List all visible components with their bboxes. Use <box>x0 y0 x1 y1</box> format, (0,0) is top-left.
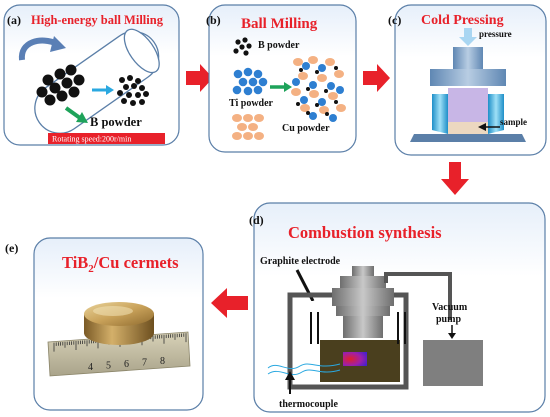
electrode-top <box>352 266 374 276</box>
die-left <box>432 94 448 134</box>
flow-arrow-b-c <box>363 64 390 92</box>
panel-d-thermocouple: thermocouple <box>279 399 338 410</box>
press-base <box>410 134 526 142</box>
vacuum-pipe <box>384 272 452 320</box>
punch-inner <box>448 88 488 122</box>
panel-d-pump: pump <box>436 314 461 325</box>
panel-e-title: TiB2/Cu cermets <box>62 253 179 275</box>
b-powder-dots <box>117 75 149 106</box>
panel-b-title: Ball Milling <box>241 16 318 32</box>
flow-arrow-c-d <box>441 162 469 195</box>
panel-b-ti-powder: Ti powder <box>229 98 274 109</box>
grinding-balls <box>36 64 85 106</box>
thermocouple-wire <box>267 363 341 370</box>
cermet-sample <box>84 302 154 345</box>
panel-b-letter: (b) <box>206 13 221 27</box>
sample-pointer-icon <box>478 123 486 131</box>
ruler-number-5: 5 <box>106 361 111 372</box>
rotation-arrowhead-icon <box>50 36 66 52</box>
ruler-number-8: 8 <box>160 356 165 367</box>
panel-e: (e) TiB2/Cu cermets 4 5 6 7 8 <box>5 237 204 411</box>
panel-b: (b) Ball Milling B powder Ti powder <box>206 4 357 153</box>
speed-label-bg <box>48 133 165 144</box>
panel-a-title: High-energy ball Milling <box>31 13 164 27</box>
b-powder-cluster <box>233 37 252 56</box>
heater-elements <box>310 312 406 344</box>
green-arrow-icon <box>64 106 82 120</box>
die-right <box>488 94 504 134</box>
ruler-number-4: 4 <box>88 362 93 373</box>
flow-arrow-d-e <box>211 288 248 318</box>
ruler-number-6: 6 <box>124 359 129 370</box>
sample-heat-icon <box>343 352 367 366</box>
pressure-arrow-icon <box>464 28 472 38</box>
panel-d-title: Combustion synthesis <box>288 223 442 242</box>
ti-powder-balls <box>232 67 268 96</box>
panel-c-letter: (c) <box>388 13 401 27</box>
panel-b-cu-powder: Cu powder <box>282 123 330 134</box>
panel-a-powder-label: B powder <box>90 115 142 129</box>
panel-c-title: Cold Pressing <box>421 13 504 28</box>
panel-a-speed-label: Rotating speed:200r/min <box>52 135 131 144</box>
mixed-powder <box>291 56 346 122</box>
panel-c: (c) Cold Pressing pressure sample <box>388 4 547 156</box>
cu-powder-balls <box>232 114 264 140</box>
pump-pointer-icon <box>448 333 456 339</box>
panel-d-electrode: Graphite electrode <box>260 256 341 267</box>
upper-punch <box>453 47 483 69</box>
flow-arrow-a-b <box>186 64 213 92</box>
panel-d-vacuum: Vacuum <box>432 302 468 313</box>
panel-b-b-powder: B powder <box>258 40 300 51</box>
press-plate <box>430 69 506 86</box>
ruler: 4 5 6 7 8 <box>47 331 191 377</box>
thermocouple-pointer-icon <box>285 371 295 380</box>
graphite-electrode <box>343 316 383 338</box>
sample-block <box>448 122 488 134</box>
ruler-number-7: 7 <box>142 358 147 369</box>
panel-d-letter: (d) <box>249 213 264 227</box>
vacuum-pump <box>423 340 483 386</box>
panel-c-sample: sample <box>500 117 527 127</box>
panel-a: (a) High-energy ball Milling <box>3 4 180 146</box>
panel-e-letter: (e) <box>5 241 18 255</box>
panel-a-letter: (a) <box>7 13 21 27</box>
milling-jar <box>34 28 160 134</box>
panel-d: (d) Combustion synthesis Graphite electr… <box>249 202 546 413</box>
panel-c-pressure: pressure <box>479 29 512 39</box>
electrode-flange <box>332 288 394 306</box>
